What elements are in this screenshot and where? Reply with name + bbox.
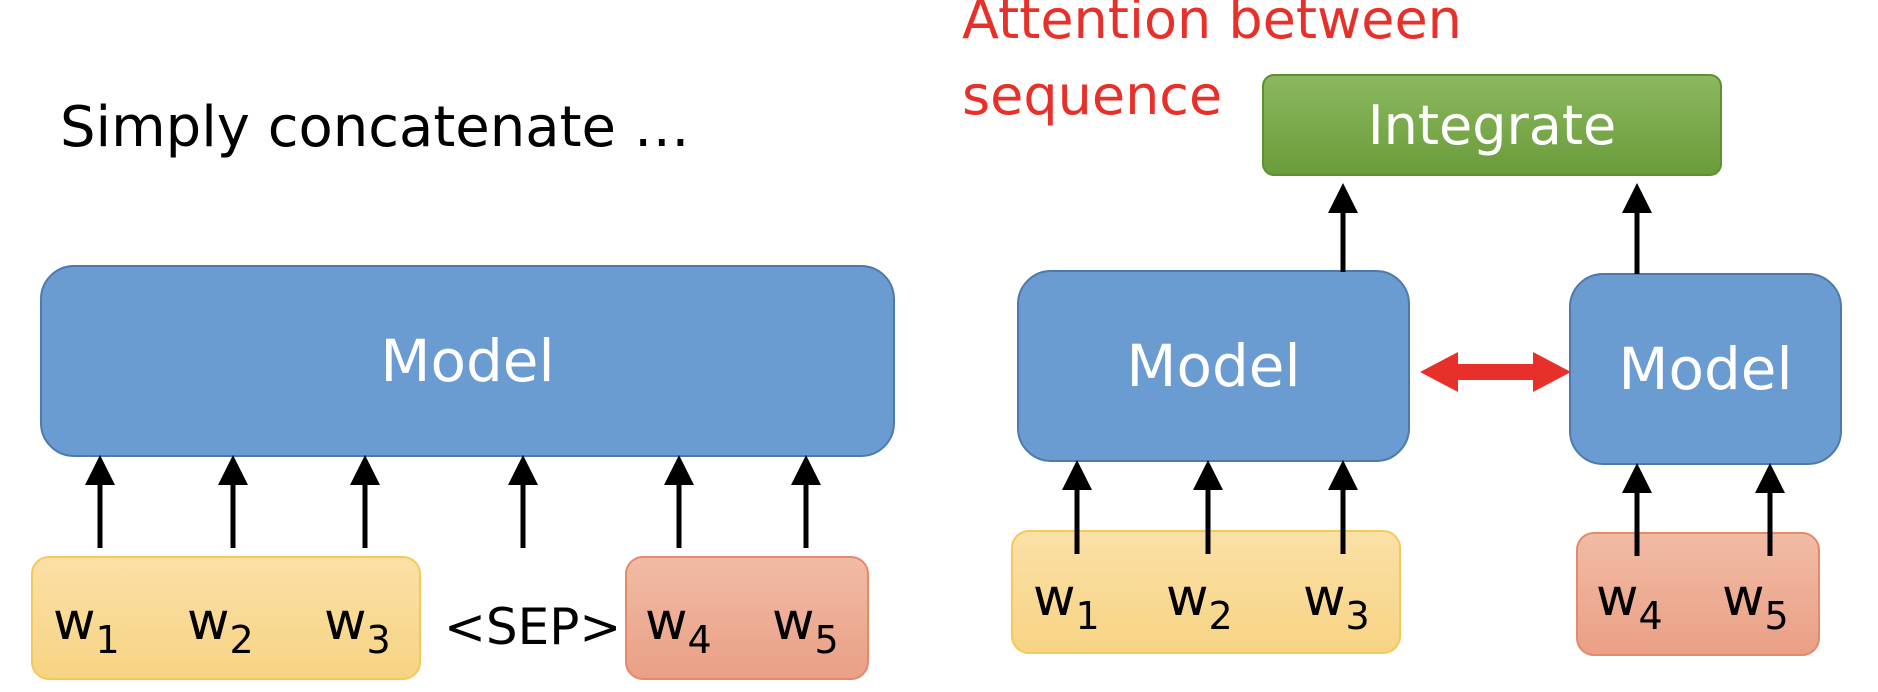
sequence-a-box: [31, 556, 421, 680]
token-w2-right: w2: [1166, 568, 1233, 638]
token-w5-right: w5: [1722, 568, 1789, 638]
concat-model-box: Model: [40, 265, 895, 457]
model-right-label: Model: [1618, 335, 1793, 403]
attention-title: Attention between sequence: [962, 0, 1462, 134]
model-box-left: Model: [1017, 270, 1410, 462]
token-w2: w2: [187, 592, 254, 662]
attention-title-line2: sequence: [962, 64, 1223, 127]
token-w3: w3: [324, 592, 391, 662]
concat-model-label: Model: [380, 327, 555, 395]
attention-title-line1: Attention between: [962, 0, 1462, 51]
sep-token: <SEP>: [444, 598, 622, 656]
integrate-label: Integrate: [1367, 93, 1617, 157]
integrate-box: Integrate: [1262, 74, 1722, 176]
concatenate-title: Simply concatenate …: [60, 95, 690, 160]
token-w1-right: w1: [1033, 568, 1100, 638]
sequence-b-box: [625, 556, 869, 680]
sequence-b-box-right: [1576, 532, 1820, 656]
token-w1: w1: [53, 592, 120, 662]
token-w4-right: w4: [1596, 568, 1663, 638]
token-w3-right: w3: [1303, 568, 1370, 638]
model-box-right: Model: [1569, 273, 1842, 465]
token-w4: w4: [645, 592, 712, 662]
token-w5: w5: [772, 592, 839, 662]
model-left-label: Model: [1126, 332, 1301, 400]
attention-double-arrow: [1420, 352, 1571, 392]
